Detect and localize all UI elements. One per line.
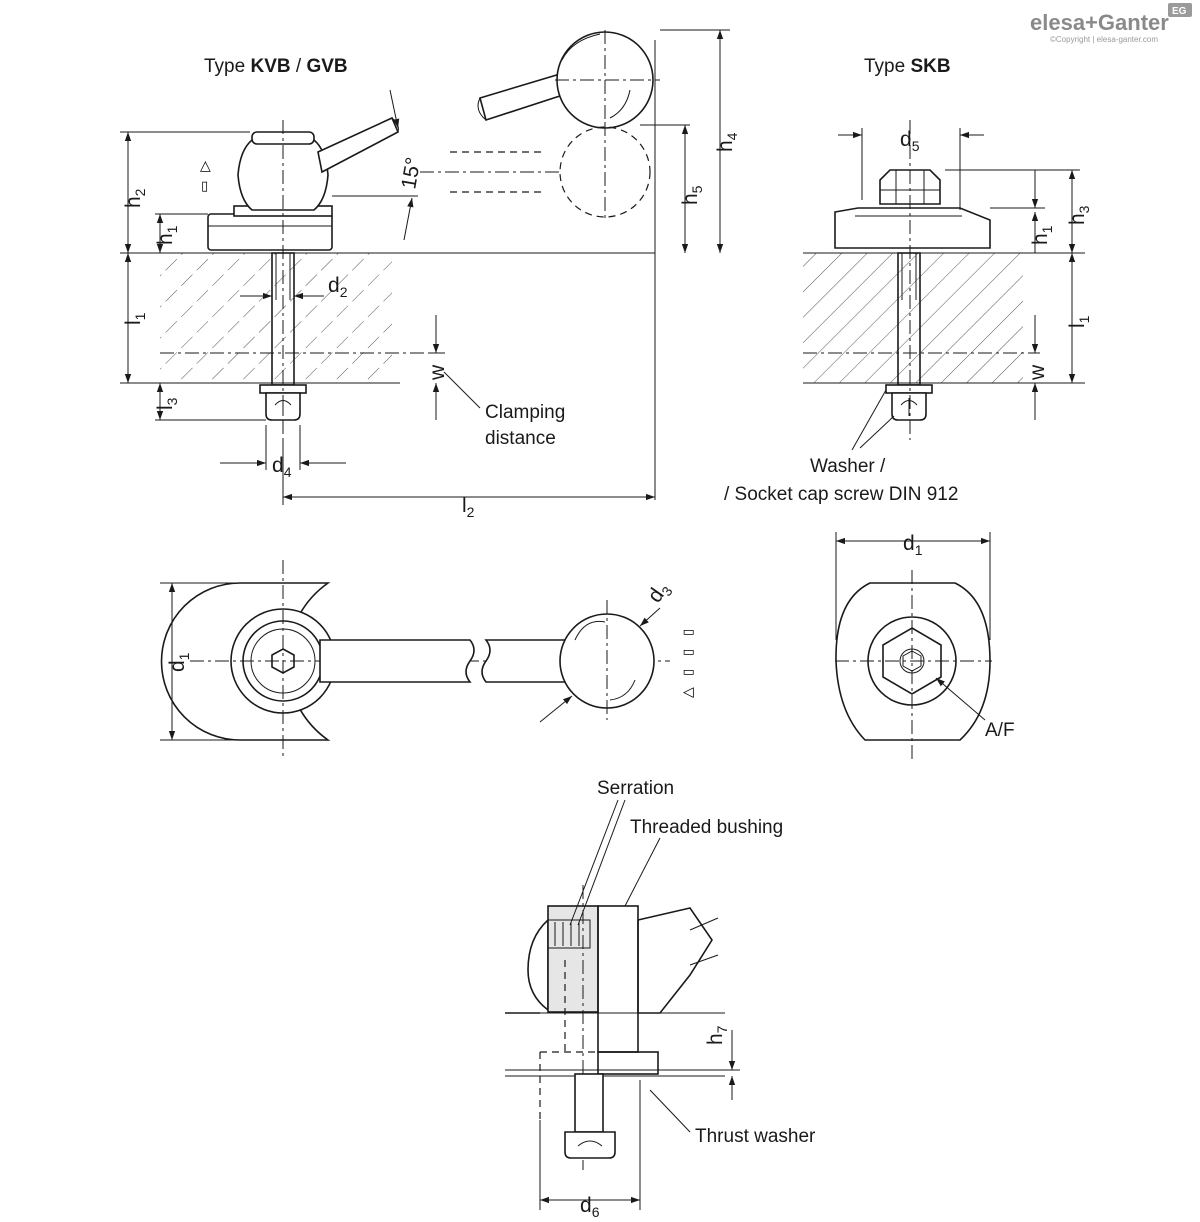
label-h2: h2: [122, 188, 148, 208]
clamping-nut-base: [834, 207, 991, 249]
label-l1: l1: [122, 312, 148, 325]
label-l3: l3: [154, 397, 180, 410]
ball-dome-section: [527, 918, 549, 1012]
label-w-skb: w: [1026, 364, 1049, 381]
lever-arm-top: [319, 639, 475, 683]
clamping-lever-base: [207, 213, 333, 251]
label-h3: h3: [1066, 205, 1092, 225]
kvb-top-view: d1 d3 ▯ ▯ ▯ △: [160, 560, 696, 760]
mark-square-2: ▯: [681, 649, 696, 656]
brand-logo: elesa+Ganter EG ©Copyright | elesa-gante…: [1030, 3, 1192, 44]
title-prefix: Type: [864, 56, 910, 77]
workpiece-hatch-skb: [803, 253, 1023, 383]
mark-square-1: ▯: [681, 629, 696, 636]
callout-serration: Serration: [597, 778, 674, 799]
view-title-kvb-gvb: Type KVB / GVB: [204, 56, 348, 77]
view-title-skb: Type SKB: [864, 56, 951, 77]
callout-threaded-bushing: Threaded bushing: [630, 817, 783, 838]
mark-triangle-2: △: [680, 687, 696, 698]
section-view: Serration Threaded bushing Thrust washer…: [505, 778, 816, 1220]
label-h1: h1: [154, 225, 180, 245]
logo-copyright: ©Copyright | elesa-ganter.com: [1050, 35, 1158, 44]
title-type-skb: SKB: [910, 56, 950, 77]
label-d5: d5: [900, 128, 920, 154]
title-prefix: Type: [204, 56, 250, 77]
title-separator: /: [291, 56, 307, 77]
logo-text: elesa+Ganter: [1030, 10, 1169, 35]
label-h7: h7: [704, 1025, 730, 1045]
label-l2: l2: [462, 494, 475, 520]
skb-side-view: d5 h1 h3 l1 w Washer / / Socket cap scre…: [724, 120, 1092, 505]
hex-nut: [879, 169, 941, 205]
title-type-gvb: GVB: [306, 56, 347, 77]
label-l1-skb: l1: [1066, 315, 1092, 328]
callout-washer-1: Washer /: [810, 456, 886, 477]
label-h4: h4: [714, 132, 740, 152]
leader-clamping: [443, 371, 481, 409]
screw-shaft-section: [574, 1073, 604, 1133]
label-af: A/F: [985, 720, 1015, 741]
lever-arm-upper-end: [479, 73, 567, 122]
label-d3: d3: [643, 578, 676, 609]
lever-arm-upper: [317, 116, 400, 174]
callout-washer-2: / Socket cap screw DIN 912: [724, 484, 958, 505]
callout-clamping-1: Clamping: [485, 402, 565, 423]
lever-ball-lower-ghost: [559, 126, 651, 218]
threaded-bushing: [597, 905, 639, 1053]
logo-badge-text: EG: [1172, 6, 1187, 17]
label-w: w: [426, 364, 449, 381]
mark-square-3: ▯: [681, 669, 696, 676]
label-h1-skb: h1: [1029, 225, 1055, 245]
lever-section: [637, 907, 713, 1014]
label-d1-skb: d1: [903, 532, 923, 558]
thrust-washer: [597, 1051, 659, 1075]
kvb-side-view: h2 h1 △ ▯ l1 l3 d2 w Clamping distance d…: [120, 29, 740, 520]
mark-triangle: △: [200, 158, 211, 174]
callout-thrust-washer: Thrust washer: [695, 1126, 816, 1147]
label-d6: d6: [580, 1194, 600, 1220]
label-d1-kvb: d1: [166, 652, 192, 672]
logo-badge: [1168, 3, 1192, 17]
label-d4: d4: [272, 454, 292, 480]
callout-clamping-2: distance: [485, 428, 556, 449]
screw-head-section: [564, 1131, 616, 1159]
mark-square: ▯: [201, 179, 208, 194]
label-angle: 15°: [397, 156, 425, 191]
label-d2: d2: [328, 274, 348, 300]
title-type-kvb: KVB: [250, 56, 290, 77]
skb-top-view: d1 A/F: [835, 532, 1015, 760]
label-h5: h5: [679, 185, 705, 205]
